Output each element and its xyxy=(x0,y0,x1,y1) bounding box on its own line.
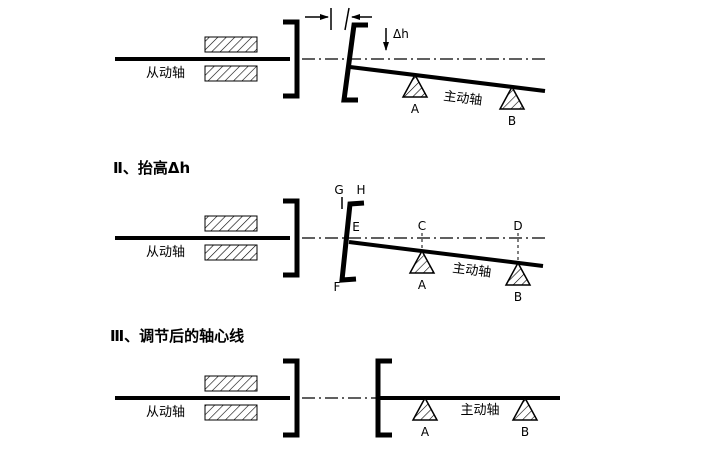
section-2-title: Ⅱ、抬高Δh xyxy=(113,159,190,177)
driving-shaft-label-1: 主动轴 xyxy=(443,89,484,109)
delta-h-label: Δh xyxy=(393,27,409,41)
driven-shaft-label-3: 从动轴 xyxy=(146,405,185,420)
driving-shaft-line-2 xyxy=(348,240,544,268)
support-b-triangle-3 xyxy=(511,396,539,421)
point-g-label: G xyxy=(334,183,343,197)
support-b-triangle-2 xyxy=(504,261,532,286)
coupling-flange-right-tilted-1 xyxy=(341,22,368,103)
section-3-title: Ⅲ、调节后的轴心线 xyxy=(110,327,244,345)
support-a-label-2: A xyxy=(418,278,427,292)
point-f-label: F xyxy=(334,280,341,294)
diagram-raise-delta-h: 从动轴 G H E F C D A B 主动轴 xyxy=(115,183,548,304)
point-e-label: E xyxy=(352,220,360,234)
driven-shaft-label-2: 从动轴 xyxy=(146,245,185,260)
bearing-hatch-top-1 xyxy=(204,36,258,53)
driving-shaft-label-2: 主动轴 xyxy=(452,261,493,281)
diagram-initial-state: 从动轴 Δh A B 主动轴 xyxy=(115,7,548,128)
coupling-flange-left-1 xyxy=(283,19,300,99)
support-a-triangle-1 xyxy=(401,73,429,98)
coupling-flange-left-2 xyxy=(283,198,300,278)
driven-shaft-label-1: 从动轴 xyxy=(146,66,185,81)
bearing-hatch-bottom-3 xyxy=(204,404,258,421)
support-b-label-3: B xyxy=(521,425,529,439)
bearing-hatch-bottom-1 xyxy=(204,65,258,82)
support-b-triangle-1 xyxy=(498,85,526,110)
bearing-hatch-top-3 xyxy=(204,375,258,392)
support-b-label-2: B xyxy=(514,290,522,304)
coupling-flange-left-3 xyxy=(283,358,300,438)
point-c-label: C xyxy=(418,219,426,233)
support-a-triangle-2 xyxy=(408,249,436,274)
point-h-label: H xyxy=(356,183,365,197)
driving-shaft-label-3: 主动轴 xyxy=(460,403,499,418)
support-a-label-1: A xyxy=(411,102,420,116)
support-a-triangle-3 xyxy=(411,396,439,421)
bearing-hatch-top-2 xyxy=(204,215,258,232)
support-b-label-1: B xyxy=(508,114,516,128)
support-a-label-3: A xyxy=(421,425,430,439)
gap-dimension-tick-right xyxy=(344,7,350,31)
driving-shaft-line-1 xyxy=(349,65,546,93)
coupling-flange-right-tilted-2 xyxy=(339,200,365,283)
diagram-aligned-state: 从动轴 A B 主动轴 xyxy=(115,358,560,439)
bearing-hatch-bottom-2 xyxy=(204,244,258,261)
point-d-label: D xyxy=(513,219,522,233)
